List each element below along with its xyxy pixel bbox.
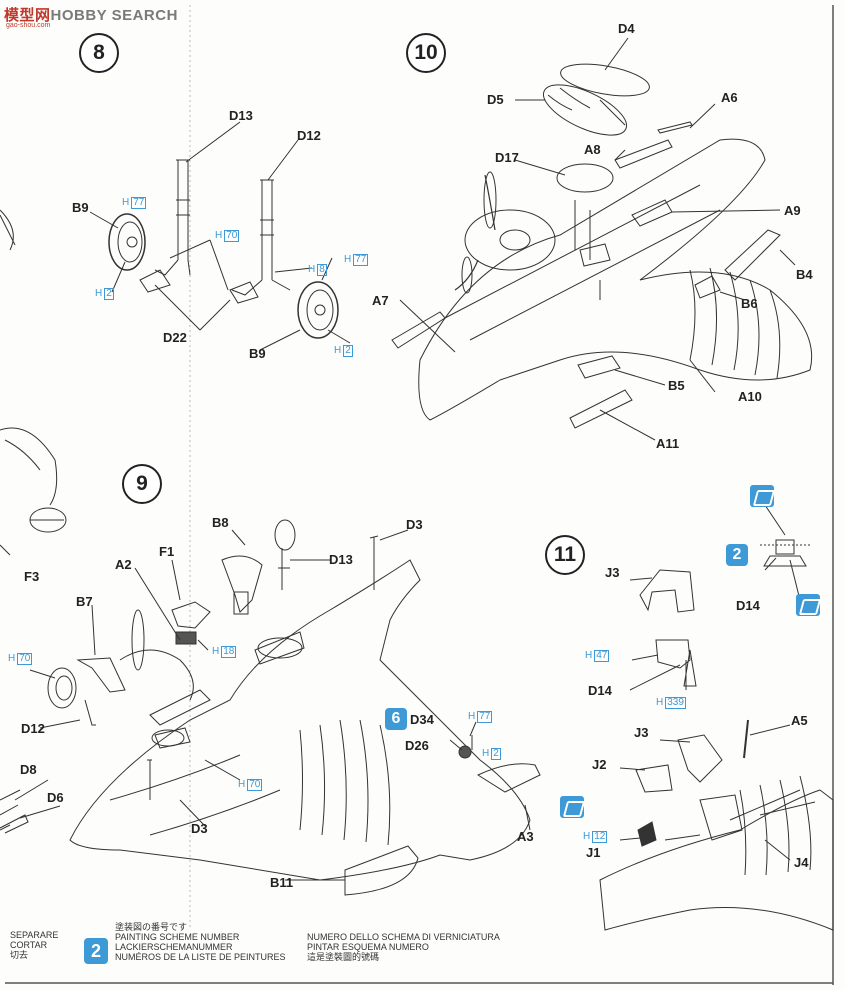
part-label-B9: B9 xyxy=(72,200,89,215)
watermark-url: gao-shou.com xyxy=(6,22,51,29)
part-label-D8: D8 xyxy=(20,762,37,777)
watermark-text: HOBBY SEARCH xyxy=(50,7,178,24)
part-J3-shape-a xyxy=(639,569,695,613)
part-label-A6: A6 xyxy=(721,90,738,105)
legend-scheme-en: PAINTING SCHEME NUMBER xyxy=(115,932,240,942)
legend-scheme-de: LACKIERSCHEMANUMMER xyxy=(115,942,233,952)
part-label-B4: B4 xyxy=(796,267,813,282)
part-label-F1: F1 xyxy=(159,544,175,559)
legend-cut: SEPARARE CORTAR 切去 xyxy=(10,930,58,960)
legend-scheme-zh: 這是塗裝圖的號碼 xyxy=(307,952,380,962)
step11-drawing xyxy=(599,504,834,931)
step-9-number: 9 xyxy=(122,464,162,504)
decal-icon-top xyxy=(750,485,774,507)
part-label-A3: A3 xyxy=(517,829,534,844)
part-label-D13: D13 xyxy=(229,108,253,123)
part-label-D12: D12 xyxy=(297,128,321,143)
legend-scheme-1: 塗装図の番号です PAINTING SCHEME NUMBER LACKIERS… xyxy=(115,922,286,962)
part-label-A7: A7 xyxy=(372,293,389,308)
part-D4-shape xyxy=(560,63,650,97)
part-label-A2: A2 xyxy=(115,557,132,572)
part-label-B6: B6 xyxy=(741,296,758,311)
legend-cut-zh: 切去 xyxy=(10,950,29,960)
part-label-J4: J4 xyxy=(794,855,809,870)
step-10-number: 10 xyxy=(406,33,446,73)
part-label-D14: D14 xyxy=(736,598,760,613)
step8-drawing xyxy=(89,121,351,351)
legend-scheme-fr: NUMÉROS DE LA LISTE DE PEINTURES xyxy=(115,952,286,962)
part-label-A8: A8 xyxy=(584,142,601,157)
part-label-J2: J2 xyxy=(592,757,607,772)
part-label-D3: D3 xyxy=(406,517,423,532)
step10-cowling xyxy=(464,209,556,271)
part-label-D4: D4 xyxy=(618,21,635,36)
part-label-A9: A9 xyxy=(784,203,801,218)
watermark: 模型网HOBBY SEARCH xyxy=(4,4,178,25)
part-label-A11: A11 xyxy=(656,436,680,451)
left-partial-lines xyxy=(0,519,64,556)
legend-scheme-es: PINTAR ESQUEMA NUMERO xyxy=(307,942,429,952)
part-label-D26: D26 xyxy=(405,738,429,753)
legend-scheme-ja: 塗装図の番号です xyxy=(115,922,188,932)
step-11-number: 11 xyxy=(545,535,585,575)
part-label-J3-lower: J3 xyxy=(634,725,649,740)
decal-icon-right xyxy=(796,594,820,616)
step9-drawing xyxy=(0,519,541,896)
decal-icon-left xyxy=(560,796,584,818)
part-label-B9-right: B9 xyxy=(249,346,266,361)
part-label-J1: J1 xyxy=(586,845,601,860)
part-label-A5: A5 xyxy=(791,713,808,728)
legend-cut-it: SEPARARE xyxy=(10,930,59,940)
part-label-B7: B7 xyxy=(76,594,93,609)
part-label-D12-step9: D12 xyxy=(21,721,45,736)
watermark-site: 模型网 xyxy=(4,7,51,24)
painting-scheme-badge-2: 2 xyxy=(726,544,748,566)
part-label-F3: F3 xyxy=(24,569,40,584)
painting-scheme-badge-6: 6 xyxy=(385,708,407,730)
part-label-B8: B8 xyxy=(212,515,229,530)
legend-scheme-badge: 2 xyxy=(84,938,108,964)
part-label-B5: B5 xyxy=(668,378,685,393)
left-partial-top xyxy=(0,209,16,251)
step-8-number: 8 xyxy=(79,33,119,73)
part-label-D5: D5 xyxy=(487,92,504,107)
part-label-D34: D34 xyxy=(410,712,434,727)
left-partial-mid xyxy=(0,427,58,506)
legend-cut-es: CORTAR xyxy=(10,940,48,950)
part-label-D13-step9: D13 xyxy=(329,552,353,567)
part-label-D17: D17 xyxy=(495,150,519,165)
part-label-J3: J3 xyxy=(605,565,620,580)
step10-drawing xyxy=(391,37,813,441)
left-partial-bottom xyxy=(0,804,19,831)
part-label-D14-lower: D14 xyxy=(588,683,612,698)
part-label-D3-lower: D3 xyxy=(191,821,208,836)
part-label-B11: B11 xyxy=(270,875,294,890)
part-D17-shape xyxy=(556,163,614,193)
legend-scheme-it: NUMERO DELLO SCHEMA DI VERNICIATURA xyxy=(307,932,500,942)
part-label-A10: A10 xyxy=(738,389,762,404)
part-label-D22: D22 xyxy=(163,330,187,345)
part-label-D6: D6 xyxy=(47,790,64,805)
legend-scheme-2: NUMERO DELLO SCHEMA DI VERNICIATURA PINT… xyxy=(307,932,500,962)
